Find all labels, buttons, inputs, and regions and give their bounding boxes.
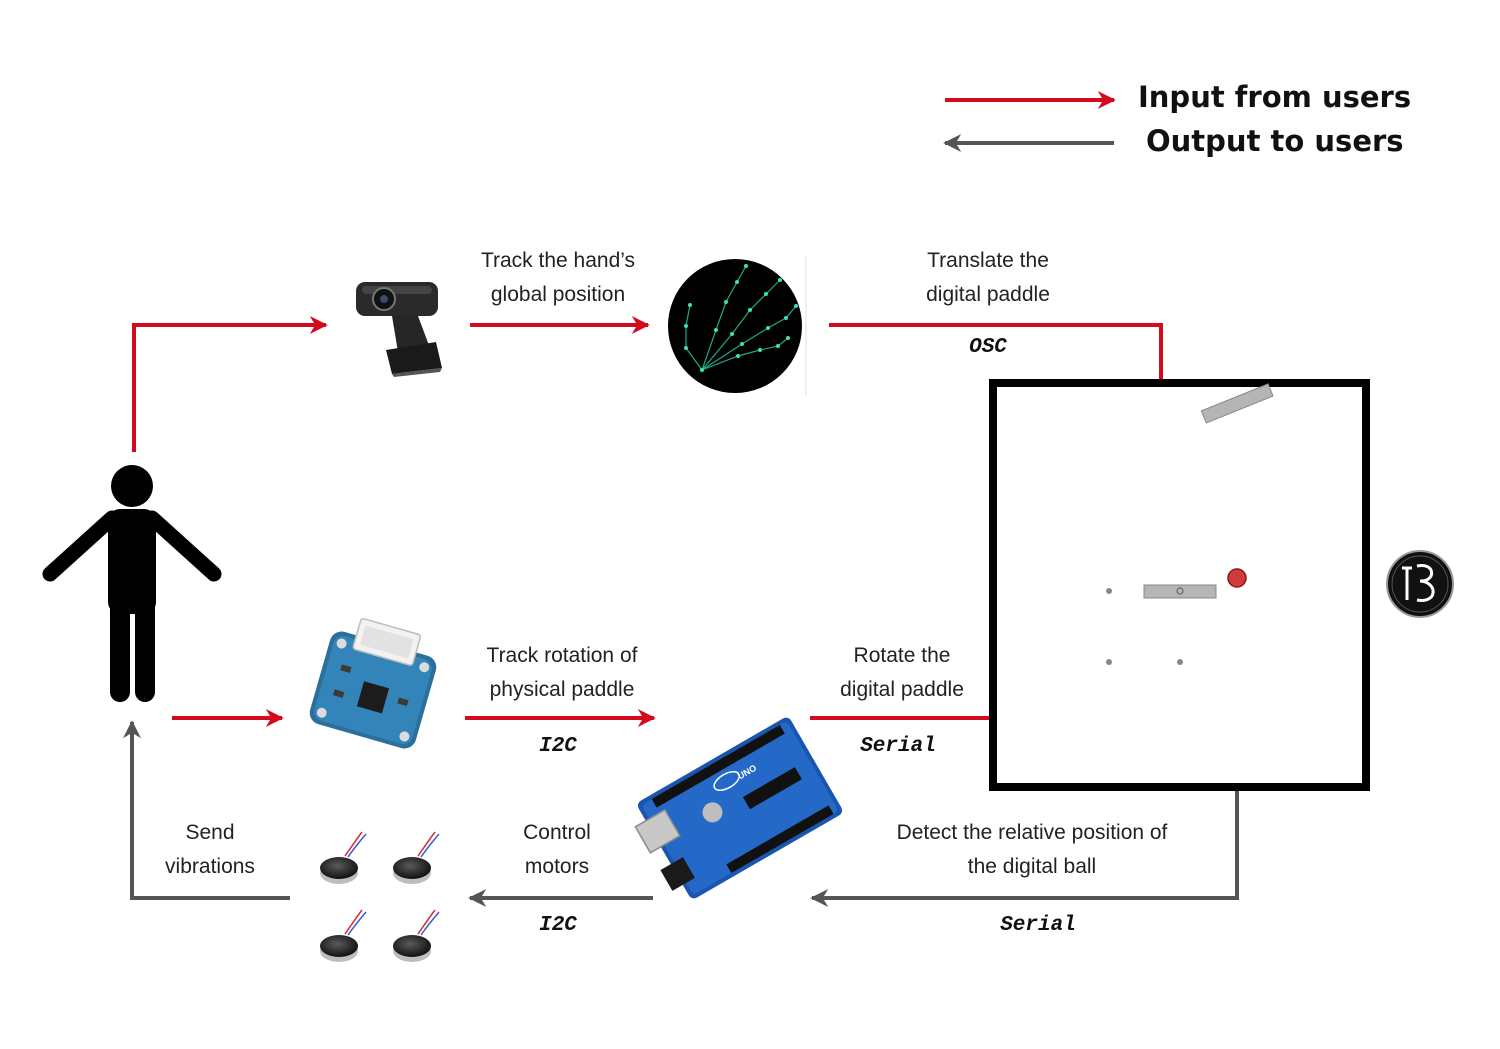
label-track-rotation: Track rotation of physical paddle (452, 639, 672, 707)
label-detect-ball: Detect the relative position of the digi… (872, 816, 1192, 884)
game-board (993, 383, 1366, 787)
label-send-vibrations: Send vibrations (140, 816, 280, 884)
vibration-motor-icon (393, 832, 439, 884)
protocol-osc: OSC (938, 336, 1038, 359)
vibration-motor-icon (320, 910, 366, 962)
logo-seal-icon (1387, 551, 1453, 617)
protocol-i2c-top: I2C (508, 735, 608, 758)
label-translate-paddle: Translate the digital paddle (888, 244, 1088, 312)
protocol-serial-bottom: Serial (978, 914, 1098, 937)
label-rotate-paddle: Rotate the digital paddle (812, 639, 992, 707)
digital-paddle (1144, 585, 1216, 598)
arduino-board-icon (625, 716, 844, 907)
protocol-i2c-bottom: I2C (508, 914, 608, 937)
arrow-person-to-webcam (134, 325, 326, 452)
label-track-hand: Track the hand’s global position (458, 244, 658, 312)
webcam-icon (356, 282, 442, 377)
vibration-motor-icon (320, 832, 366, 884)
gyroscope-sensor-icon (307, 611, 444, 751)
protocol-serial-top: Serial (838, 735, 958, 758)
hand-skeleton-icon (668, 256, 806, 396)
label-control-motors: Control motors (487, 816, 627, 884)
vibration-motors (320, 832, 439, 962)
legend-output-label: Output to users (1146, 124, 1404, 158)
person-icon (50, 465, 214, 692)
vibration-motor-icon (393, 910, 439, 962)
legend-input-label: Input from users (1138, 80, 1411, 114)
digital-ball (1228, 569, 1246, 587)
